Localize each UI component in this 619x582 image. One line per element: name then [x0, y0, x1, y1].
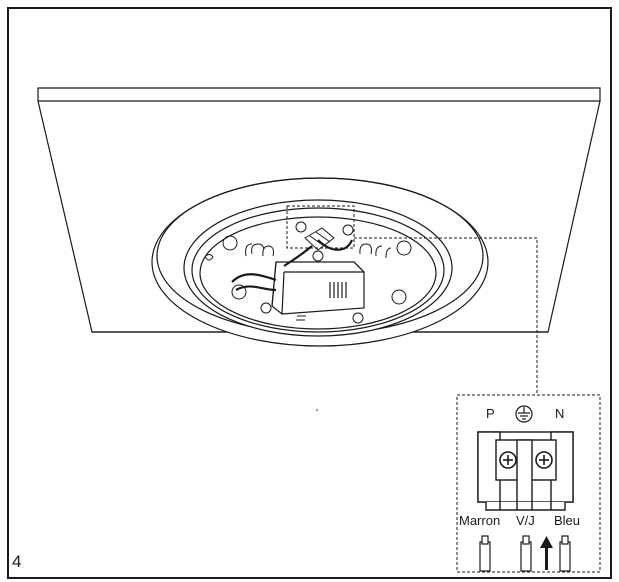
wire-ends: [479, 535, 571, 572]
neutral-label: N: [555, 406, 565, 421]
earth-ground-icon: [515, 405, 533, 423]
wire-label-brown: Marron: [459, 513, 501, 528]
mounting-plate: [204, 221, 412, 324]
driver-box: [271, 261, 365, 315]
wire-label-green-yellow: V/J: [516, 513, 535, 528]
plate-terminal-block: [304, 227, 335, 251]
stray-mark: [316, 409, 318, 411]
arrow-up-icon: [540, 536, 553, 570]
figure-border: [7, 7, 612, 579]
plate-screws: [245, 243, 392, 259]
wire-label-blue: Bleu: [554, 513, 581, 528]
terminal-screw-icon: [499, 451, 553, 469]
phase-label: P: [486, 406, 495, 421]
step-number: 4: [12, 552, 22, 571]
detail-highlight-box: [286, 205, 355, 249]
plate-wires: [231, 239, 354, 292]
inset-terminal-block: [477, 431, 574, 511]
detail-leader-line: [354, 237, 538, 394]
